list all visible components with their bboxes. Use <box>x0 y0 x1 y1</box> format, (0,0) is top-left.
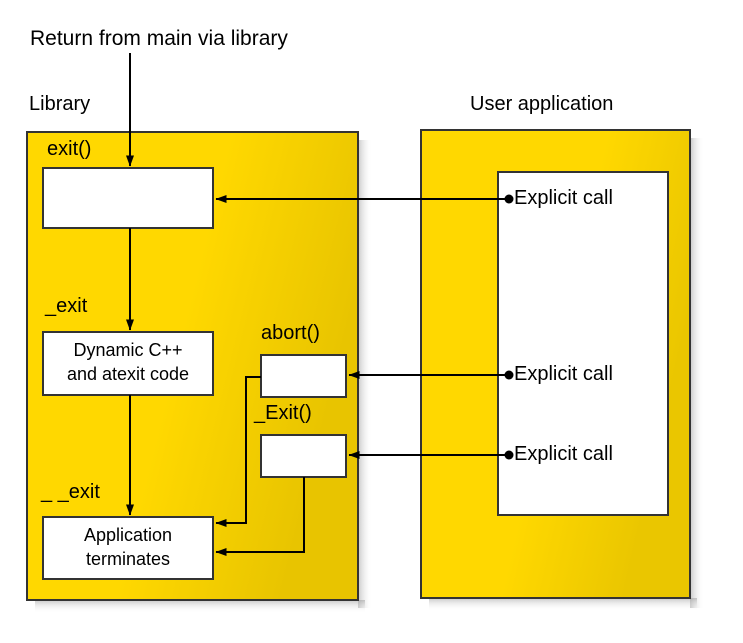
exit-function-label: exit() <box>47 138 92 160</box>
call-dot-exit <box>504 194 514 204</box>
exit-box <box>42 167 214 229</box>
dynamic-atexit-box-line2: and atexit code <box>66 364 190 384</box>
call-dot-abort <box>504 370 514 380</box>
underscore-exit-function-label: _exit <box>45 295 88 317</box>
diagram-title: Return from main via library <box>30 27 288 50</box>
dynamic-atexit-box-line1: Dynamic C++ <box>73 340 183 360</box>
explicit-call-label-capital-exit: Explicit call <box>514 443 613 465</box>
arrow-abort-to-terminate <box>215 376 261 527</box>
abort-box <box>260 354 347 398</box>
explicit-call-label-exit: Explicit call <box>514 187 613 209</box>
dynamic-atexit-box <box>42 331 214 396</box>
application-terminates-box-line1: Application <box>83 525 173 545</box>
capital-exit-function-label: _Exit() <box>254 402 312 424</box>
arrow-capital-exit-to-terminate <box>215 477 305 556</box>
abort-function-label: abort() <box>261 322 320 344</box>
user-application-panel-label: User application <box>470 93 614 115</box>
call-dot-capital-exit <box>504 450 514 460</box>
double-underscore-exit-function-label: _ _exit <box>41 481 100 503</box>
capital-exit-box <box>260 434 347 478</box>
user-application-panel <box>420 129 691 599</box>
explicit-call-label-abort: Explicit call <box>514 363 613 385</box>
application-terminates-box-line2: terminates <box>85 549 171 569</box>
user-code-region <box>497 171 669 516</box>
library-panel-label: Library <box>29 93 91 115</box>
application-terminates-box <box>42 516 214 580</box>
